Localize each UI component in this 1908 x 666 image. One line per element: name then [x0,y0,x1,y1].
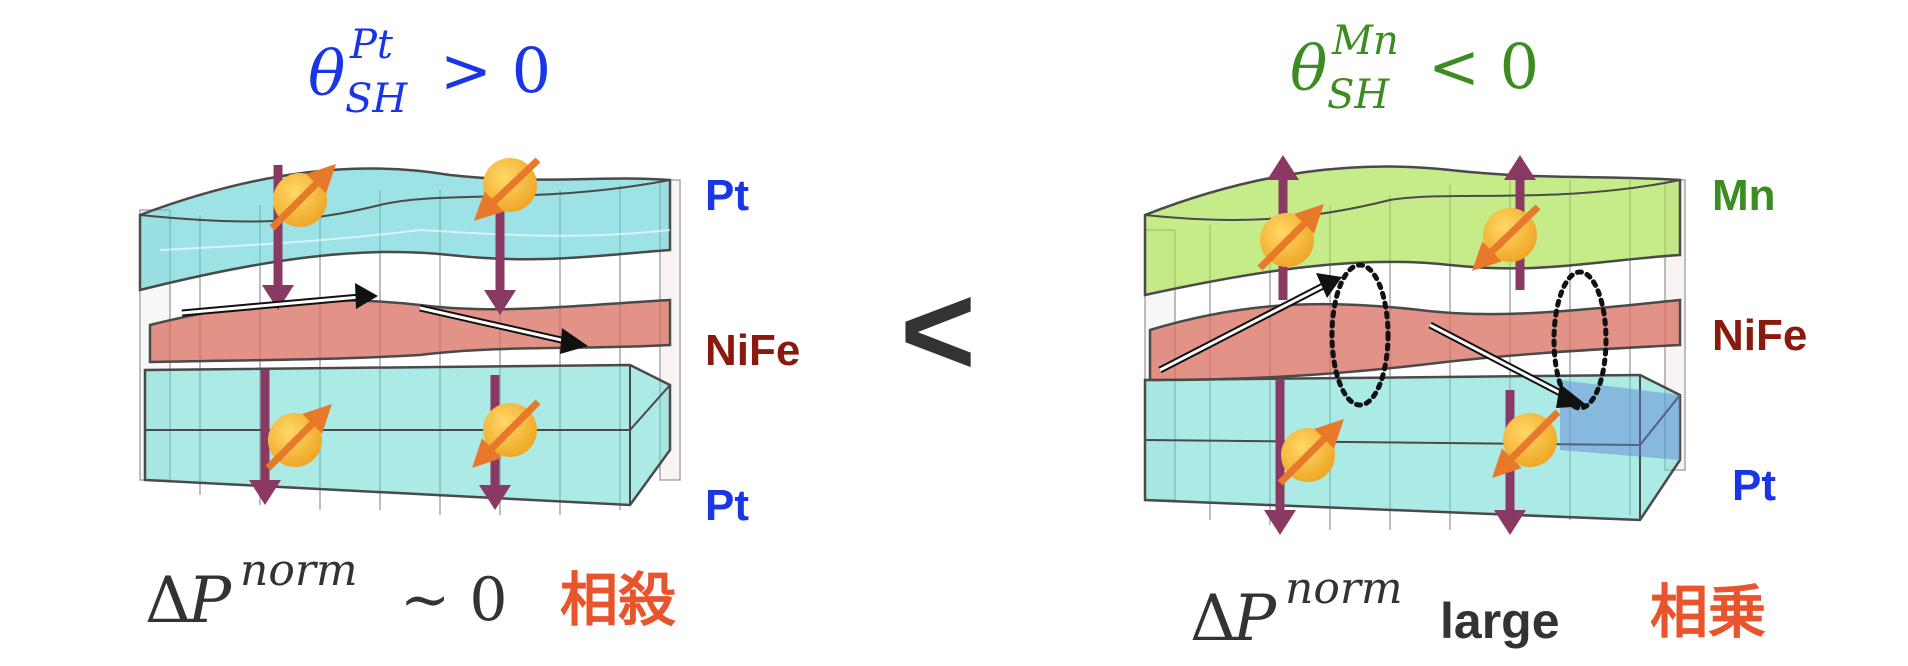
left-layer-label-top: Pt [705,171,749,220]
left-layer-top-pt [138,167,672,292]
right-delta: Δ [1190,582,1236,656]
right-label-cjk: 相乗 [1650,580,1766,645]
right-layer-nife [1148,298,1682,382]
right-spin-balls [1257,204,1561,486]
left-theta-sup: Pt [349,22,394,68]
right-theta-sup: Mn [1331,18,1399,64]
left-p: P [187,564,232,638]
right-layer-label-bottom: Pt [1732,461,1776,510]
right-p: P [1232,582,1277,656]
left-result-value: ∼ 0 [400,565,508,635]
left-spin-balls [265,157,541,471]
left-magnetization-arrows [181,283,588,354]
right-precession-ellipses [1329,262,1609,411]
right-magnetization-arrows [1158,273,1588,408]
right-panel: Mn NiFe Pt θ Mn SH < 0 Δ P norm large 相乗 [1143,18,1807,656]
left-theta-relation: > 0 [440,34,551,107]
right-layer-bottom-pt [1143,373,1682,522]
left-layer-bottom-pt [143,363,672,507]
right-result-value: large [1440,593,1560,649]
left-layer-label-middle: NiFe [705,326,800,375]
right-layer-top-mn [1143,165,1682,297]
right-layer-label-top: Mn [1712,171,1776,220]
left-label-cjk: 相殺 [560,568,676,633]
left-theta-sub: SH [345,76,408,122]
left-theta-symbol: θ [308,37,345,110]
right-theta-symbol: θ [1290,32,1327,105]
right-theta-sub: SH [1327,72,1390,118]
right-theta-relation: < 0 [1428,30,1539,103]
right-norm-sup: norm [1285,563,1403,614]
right-result: Δ P norm large 相乗 [1190,563,1766,656]
left-theta-heading: θ Pt SH > 0 [308,22,551,122]
right-theta-heading: θ Mn SH < 0 [1290,18,1539,118]
left-norm-sup: norm [240,545,358,596]
comparison-symbol: < [900,257,976,403]
left-layer-label-bottom: Pt [705,481,749,530]
left-panel: Pt NiFe Pt θ Pt SH > 0 Δ P norm ∼ 0 相殺 [138,22,800,638]
left-delta: Δ [145,564,191,638]
right-layer-label-middle: NiFe [1712,311,1807,360]
left-result: Δ P norm ∼ 0 相殺 [145,545,676,638]
